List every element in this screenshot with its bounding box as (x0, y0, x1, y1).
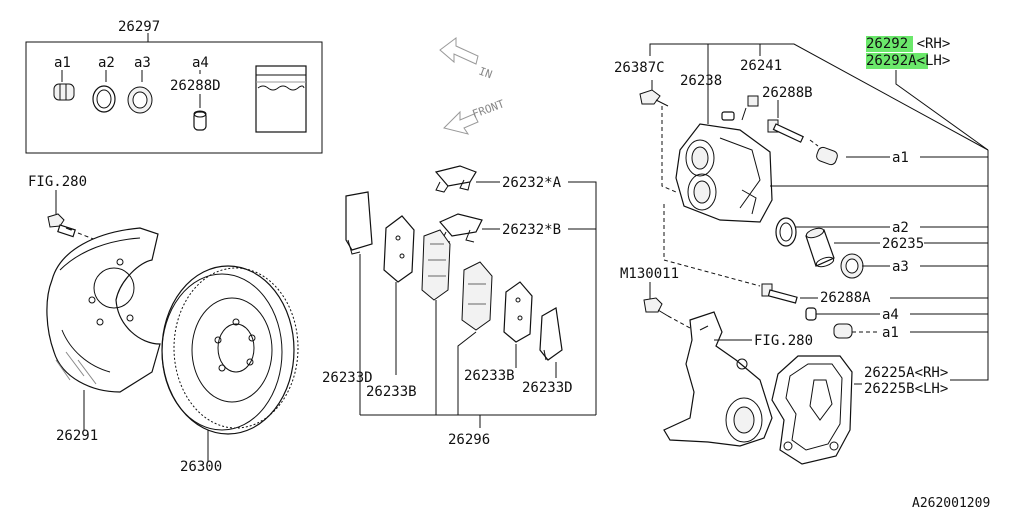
callout-a4: a4 (882, 307, 899, 323)
bleeder-screw-icon (741, 95, 759, 121)
fig280-knuckle-label: FIG.280 (754, 333, 813, 349)
kit-a1-label: a1 (54, 55, 71, 71)
callout-a2: a2 (892, 220, 909, 236)
brake-pad-outer (461, 261, 493, 331)
kit-label: 26297 (118, 19, 160, 35)
splash-shield (46, 227, 161, 393)
brake-rotor (161, 265, 299, 435)
pin-a-label: 26288A (820, 290, 871, 306)
part-number-highlight (866, 36, 913, 52)
boot-a1-bottom-icon (833, 323, 853, 339)
shim-d-right-label: 26233D (522, 380, 573, 396)
fig280-top-label: FIG.280 (28, 174, 87, 190)
piston-label: 26235 (882, 236, 924, 252)
support-bolt-icon (643, 297, 669, 317)
shim-b-left (383, 215, 415, 283)
bleeder-label: 26241 (740, 58, 782, 74)
sleeve-icon (193, 110, 207, 131)
in-label: IN (477, 65, 494, 82)
shield-bolt-icon (47, 213, 76, 238)
pad-kit-label: 26296 (448, 432, 490, 448)
part-number-highlight-lh (866, 53, 928, 69)
kit-a4-label: a4 (192, 55, 209, 71)
caliper-piston-icon (805, 227, 835, 268)
kit-box (25, 41, 323, 154)
brake-pad-inner (421, 229, 451, 301)
front-label: FRONT (471, 97, 507, 121)
front-direction-arrow: FRONT (443, 97, 507, 135)
piston-seal-a2-icon (775, 217, 797, 247)
rotor-label: 26300 (180, 459, 222, 475)
support-lh-label: 26225B<LH> (864, 381, 948, 397)
caliper-rh-label: 26292 <RH> (866, 36, 950, 52)
bolt-m-label: M130011 (620, 266, 679, 282)
sleeve-a4-icon (805, 307, 817, 321)
shim-b-right-label: 26233B (464, 368, 515, 384)
outer-shim-d-right (539, 307, 563, 361)
callout-a3: a3 (892, 259, 909, 275)
shim-b-left-label: 26233B (366, 384, 417, 400)
shield-label: 26291 (56, 428, 98, 444)
bleeder-cap-label: 26238 (680, 73, 722, 89)
in-direction-arrow: IN (439, 37, 494, 82)
pad-clip-a (434, 165, 477, 193)
diagram-id: A262001209 (912, 496, 990, 511)
guide-pin-b-icon (767, 119, 804, 143)
bleeder-cap-icon (721, 111, 735, 121)
caliper-bolt-c-icon (639, 89, 669, 107)
kit-a2-label: a2 (98, 55, 115, 71)
guide-pin-a-icon (761, 283, 798, 304)
boot-icon (53, 83, 75, 101)
shim-b-right (503, 281, 533, 343)
outer-shim-d (345, 191, 373, 255)
callout-a1-bottom: a1 (882, 325, 899, 341)
shim-d-left-label: 26233D (322, 370, 373, 386)
dust-seal-a3-icon (840, 253, 864, 279)
pad-b-label: 26232*B (502, 222, 561, 238)
seal-kit-group: 26297 a1 a2 a3 a4 26288D (25, 19, 323, 154)
kit-pin-label: 26288D (170, 78, 221, 94)
pad-clip-b (439, 213, 483, 243)
grease-packet-icon (255, 65, 307, 133)
piston-seal-icon (92, 85, 116, 113)
support-rh-label: 26225A<RH> (864, 365, 948, 381)
pad-a-label: 26232*A (502, 175, 562, 191)
steering-knuckle (663, 311, 773, 447)
boot-a1-top-icon (816, 146, 838, 166)
bolt-c-label: 26387C (614, 60, 665, 76)
caliper-lh-label: 26292A<LH> (866, 53, 950, 69)
kit-a3-label: a3 (134, 55, 151, 71)
callout-a1-top: a1 (892, 150, 909, 166)
pin-b-label: 26288B (762, 85, 813, 101)
caliper-body (675, 123, 773, 223)
caliper-support-bracket (771, 355, 853, 465)
